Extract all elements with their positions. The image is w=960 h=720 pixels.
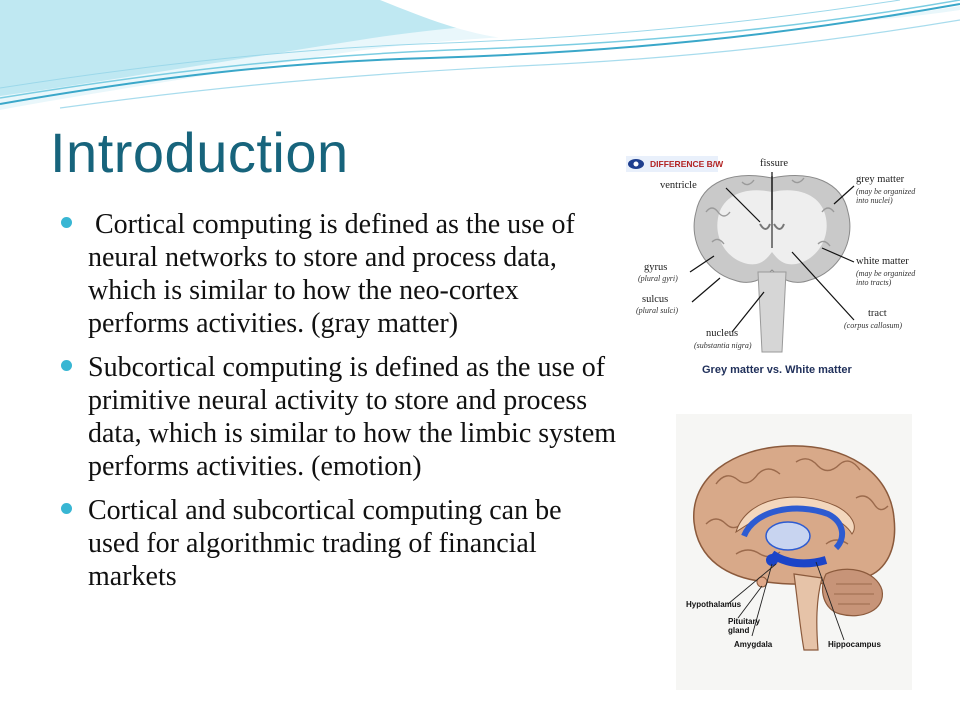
label-tract: tract [868,308,887,319]
note-grey-matter: (may be organized into nuclei) [856,187,916,205]
label-grey-matter: grey matter [856,174,905,185]
label-fissure: fissure [760,158,788,169]
eye-logo-icon [628,159,644,169]
label-ventricle: ventricle [660,180,697,191]
logo-text: DIFFERENCE B/W [650,159,724,169]
sagittal-brain-figure: Hypothalamus Pituitary gland Amygdala Hi… [676,414,912,690]
bullet-dot-icon [61,217,72,228]
limbic-system-illustration [693,445,896,651]
note-sulcus: (plural sulci) [636,306,678,315]
bullet-text: Subcortical computing is defined as the … [88,352,624,482]
note-tract: (corpus callosum) [844,321,902,330]
label-pituitary-gland: Pituitary gland [728,617,761,635]
label-nucleus: nucleus [706,328,739,339]
bullet-dot-icon [61,360,72,371]
difference-logo: DIFFERENCE B/W [626,156,723,172]
bullet-dot-icon [61,503,72,514]
label-gyrus: gyrus [644,262,668,273]
label-sulcus: sulcus [642,294,669,305]
label-hypothalamus: Hypothalamus [686,600,742,609]
header-wave-decoration [0,0,960,110]
bullet-text: Cortical and subcortical computing can b… [88,495,569,592]
label-hippocampus: Hippocampus [828,640,881,649]
figure-caption: Grey matter vs. White matter [702,364,852,376]
coronal-brain-illustration [689,172,855,353]
label-amygdala: Amygdala [734,640,773,649]
slide-title: Introduction [50,121,349,184]
note-white-matter: (may be organized into tracts) [856,269,916,287]
bullet-item: Cortical and subcortical computing can b… [58,494,618,593]
bullet-item: Cortical computing is defined as the use… [58,208,618,340]
label-white-matter: white matter [856,256,909,267]
bullet-list: Cortical computing is defined as the use… [58,208,618,604]
bullet-text: Cortical computing is defined as the use… [88,209,582,339]
note-gyrus: (plural gyri) [638,274,678,283]
coronal-brain-figure: DIFFERENCE B/W [622,152,922,380]
note-nucleus: (substantia nigra) [694,341,752,350]
bullet-item: Subcortical computing is defined as the … [58,351,618,483]
